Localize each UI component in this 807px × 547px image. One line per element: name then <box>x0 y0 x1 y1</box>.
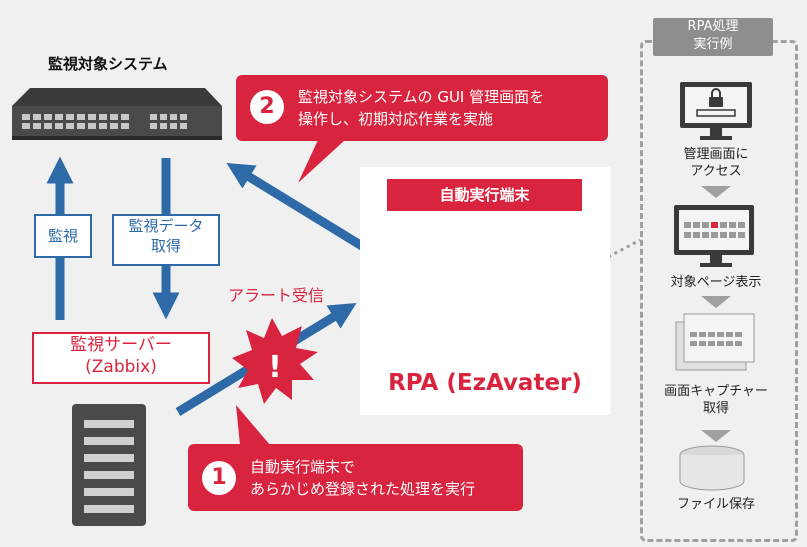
network-switch-icon <box>12 88 222 140</box>
callout-2-line-2: 操作し、初期対応作業を実施 <box>298 110 494 128</box>
monitor-server-product: (Zabbix) <box>85 357 157 377</box>
fetch-data-line-2: 取得 <box>150 237 181 255</box>
callout-2-text: 監視対象システムの GUI 管理画面を 操作し、初期対応作業を実施 <box>298 86 544 130</box>
rpa-example-panel <box>640 40 798 542</box>
step-save-label: ファイル保存 <box>650 496 782 513</box>
monitored-system-title: 監視対象システム <box>48 55 168 73</box>
step-show-page-label: 対象ページ表示 <box>650 274 782 291</box>
fetch-data-line-1: 監視データ <box>128 217 204 235</box>
fetch-data-label: 監視データ 取得 <box>112 214 220 266</box>
step-capture-line-1: 画面キャプチャー <box>664 384 768 399</box>
step-capture-line-2: 取得 <box>702 401 729 416</box>
panel-title-line-1: RPA処理 <box>687 19 739 34</box>
monitor-page-icon <box>674 205 754 267</box>
panel-title: RPA処理 実行例 <box>653 18 773 56</box>
rpa-product-name: RPA (EzAvater) <box>388 370 582 396</box>
callout-2-line-1: 監視対象システムの GUI 管理画面を <box>298 88 545 106</box>
callout-1-number: 1 <box>202 461 236 495</box>
callout-2-bubble <box>236 75 608 183</box>
step-arrow-1 <box>701 186 731 198</box>
step-show-page-line-1: 対象ページ表示 <box>670 275 762 290</box>
step-arrow-2 <box>701 296 731 308</box>
terminal-label: 自動実行端末 <box>387 179 582 211</box>
screen-capture-icon <box>675 313 755 371</box>
step-capture-label: 画面キャプチャー 取得 <box>648 383 784 417</box>
callout-1-text: 自動実行端末で あらかじめ登録された処理を実行 <box>250 456 475 500</box>
laptop-robot-overlay <box>360 167 610 367</box>
callout-1-line-2: あらかじめ登録された処理を実行 <box>250 480 476 498</box>
monitor-lock-icon <box>680 82 752 140</box>
monitor-server-name: 監視サーバー <box>70 335 172 355</box>
callout-1-bubble <box>188 405 523 511</box>
alert-burst-icon: ! <box>232 318 318 404</box>
step-access-label: 管理画面に アクセス <box>656 146 776 180</box>
alert-label: アラート受信 <box>228 286 325 305</box>
panel-title-line-2: 実行例 <box>693 37 733 52</box>
svg-text:!: ! <box>268 350 282 385</box>
database-icon <box>679 445 745 491</box>
step-arrow-3 <box>701 430 731 442</box>
monitor-label: 監視 <box>34 214 92 258</box>
step-access-line-1: 管理画面に <box>683 147 749 162</box>
server-tower-icon <box>72 404 146 526</box>
callout-1-line-1: 自動実行端末で <box>250 458 356 476</box>
step-access-line-2: アクセス <box>690 164 742 179</box>
callout-2-number: 2 <box>250 90 284 124</box>
monitor-server-box: 監視サーバー (Zabbix) <box>32 332 210 384</box>
step-save-line-1: ファイル保存 <box>676 497 755 512</box>
